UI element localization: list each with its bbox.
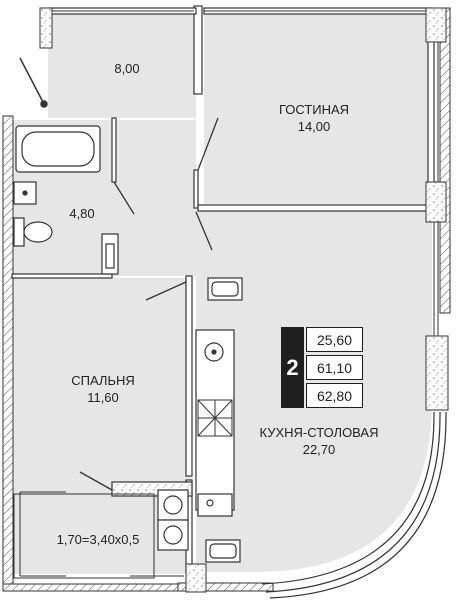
total-area-value: 61,10 (306, 355, 363, 380)
floor-area (12, 14, 432, 574)
room-living: ГОСТИНАЯ 14,00 (279, 101, 349, 135)
room-kitchen-name: КУХНЯ-СТОЛОВАЯ (259, 425, 379, 440)
room-hall: 8,00 (114, 60, 139, 77)
room-living-area: 14,00 (297, 119, 331, 134)
room-kitchen: КУХНЯ-СТОЛОВАЯ 22,70 (260, 424, 379, 458)
curved-window-wall (261, 411, 447, 599)
full-area-value: 62,80 (306, 383, 363, 408)
bathtub (15, 125, 101, 173)
room-living-name: ГОСТИНАЯ (278, 102, 350, 117)
room-bedroom-area: 11,60 (87, 390, 119, 405)
kitchen-appliance-icon (207, 277, 243, 301)
room-bath: 4,80 (69, 205, 94, 222)
room-bedroom-name: СПАЛЬНЯ (71, 373, 135, 388)
utility-cabinet (111, 481, 193, 551)
entrance-door (19, 57, 48, 108)
balcony-outline (13, 491, 184, 579)
room-count: 2 (281, 327, 304, 408)
sink-icon (13, 181, 37, 205)
room-balcony: 1,70=3,40х0,5 (57, 531, 140, 548)
fridge-icon (197, 493, 233, 517)
room-balcony-area: 1,70=3,40х0,5 (56, 532, 140, 547)
columns (39, 7, 449, 593)
room-kitchen-area: 22,70 (302, 442, 336, 457)
stove-icon (197, 399, 233, 437)
washing-machine-icon (101, 233, 119, 275)
area-badge: 2 25,60 61,10 62,80 (281, 327, 363, 408)
doors (79, 117, 219, 491)
toilet-icon (13, 217, 53, 247)
room-bath-area: 4,80 (69, 206, 95, 221)
right-windows (433, 42, 439, 336)
radiator-icon (205, 539, 241, 563)
room-bedroom: СПАЛЬНЯ 11,60 (71, 372, 135, 406)
living-area-value: 25,60 (306, 327, 363, 352)
kitchen-sink-icon (204, 342, 224, 362)
room-hall-area: 8,00 (114, 61, 140, 76)
